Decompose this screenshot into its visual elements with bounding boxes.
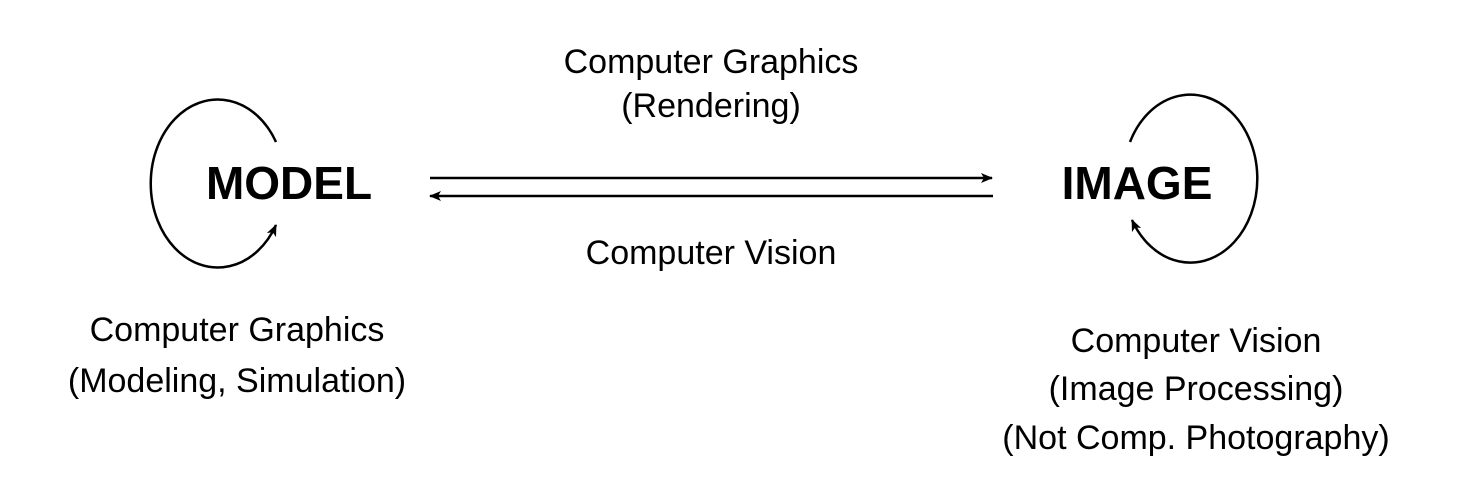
model-self-loop-arrow	[149, 98, 278, 269]
rendering-label-sub: (Rendering)	[621, 87, 801, 125]
vision-label: Computer Vision	[585, 234, 837, 272]
image-loop-label-sub1: (Image Processing)	[1048, 370, 1344, 408]
image-node: IMAGE	[1061, 157, 1213, 209]
model-loop-label-title: Computer Graphics	[89, 311, 385, 349]
model-loop-label-sub: (Modeling, Simulation)	[67, 362, 407, 400]
image-loop-label-sub2: (Not Comp. Photography)	[1002, 419, 1390, 457]
image-loop-label-title: Computer Vision	[1070, 322, 1322, 360]
model-node: MODEL	[205, 157, 373, 209]
image-self-loop-arrow	[1128, 93, 1259, 264]
rendering-label-title: Computer Graphics	[563, 43, 859, 81]
